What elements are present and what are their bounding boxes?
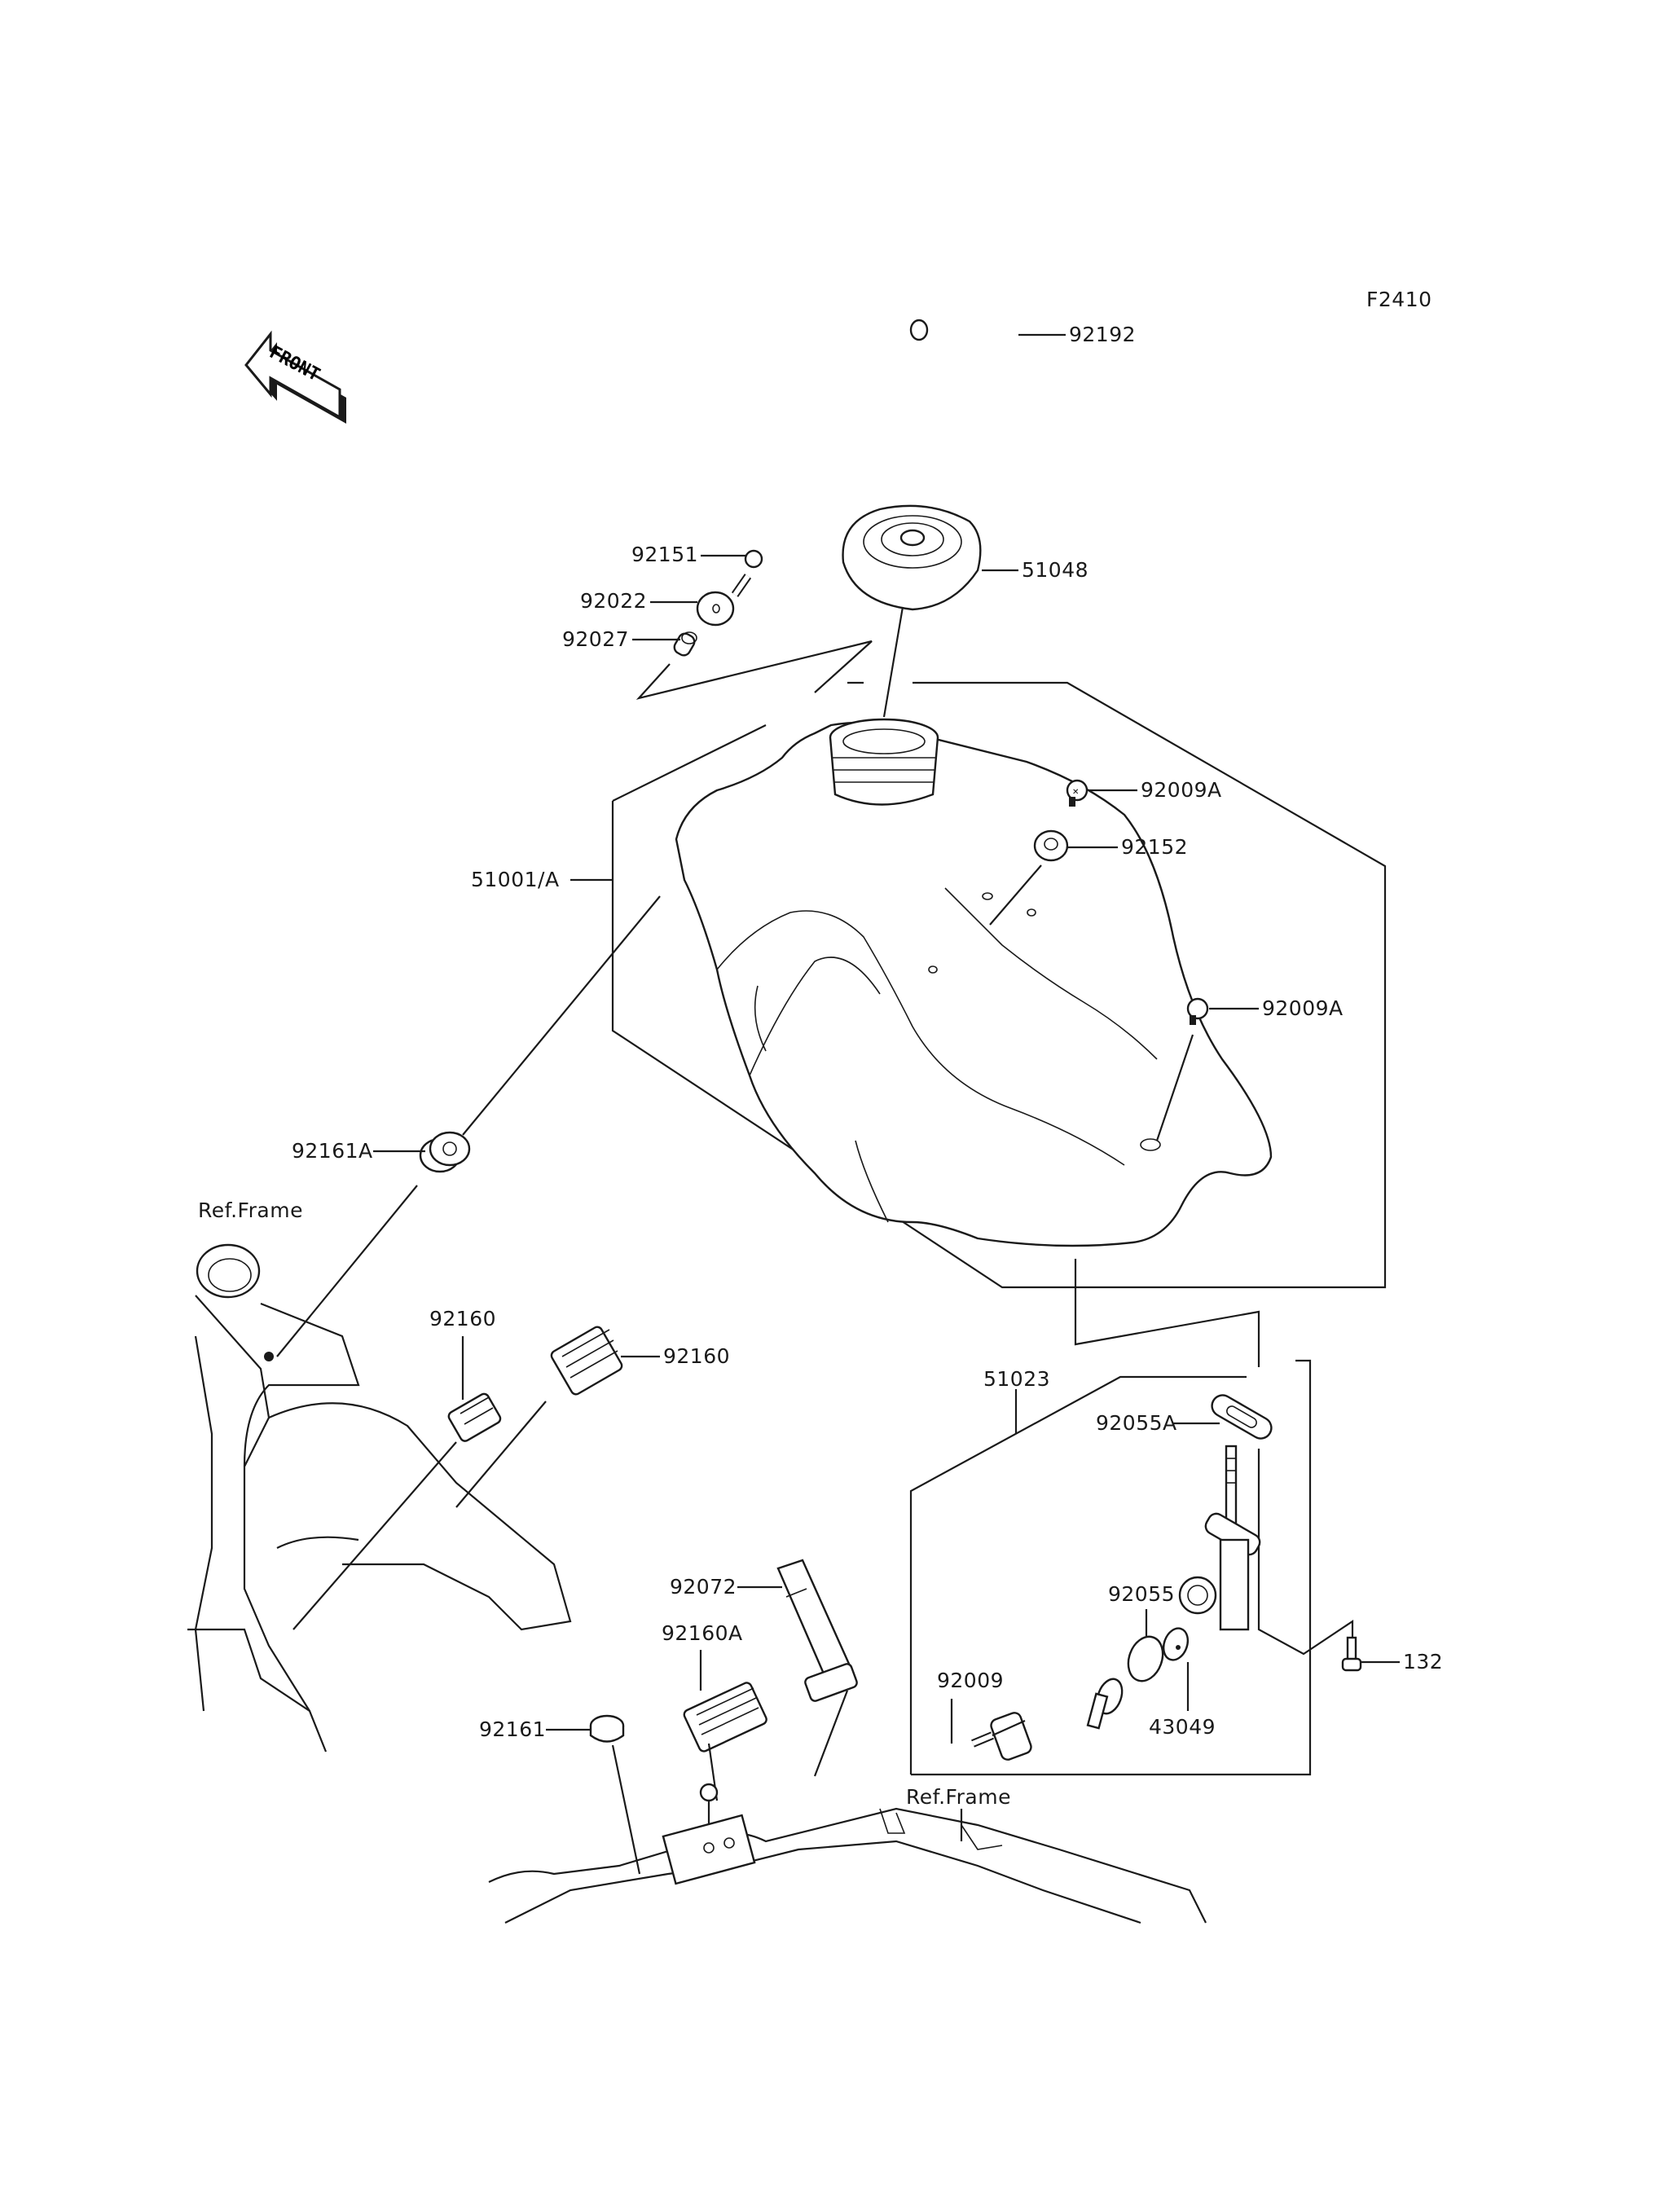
front-arrow-icon: FRONT — [244, 330, 346, 424]
part-label-132[interactable]: 132 — [1403, 1650, 1444, 1673]
band-92072-icon — [776, 1559, 858, 1702]
leader-small-parts — [635, 640, 873, 700]
breather-hose-icon — [909, 311, 1030, 479]
damper-92160-right-icon — [550, 1326, 623, 1396]
part-label-92055a[interactable]: 92055A — [1096, 1411, 1177, 1435]
part-label-92192[interactable]: 92192 — [1069, 323, 1137, 346]
part-label-92160-left[interactable]: 92160 — [429, 1307, 497, 1330]
damper-92160a-icon — [683, 1682, 767, 1753]
part-label-92160a[interactable]: 92160A — [662, 1621, 743, 1645]
svg-text:✕: ✕ — [1072, 788, 1079, 797]
damper-92161a-icon — [419, 1131, 471, 1173]
o-ring-92055-icon — [1127, 1635, 1164, 1682]
washer-92022-icon — [696, 591, 735, 627]
lever-icon — [1086, 1678, 1124, 1730]
part-label-92027[interactable]: 92027 — [562, 627, 630, 651]
gasket-92055a-icon — [1211, 1394, 1273, 1440]
plate-43049-icon — [1162, 1627, 1190, 1661]
part-label-92151[interactable]: 92151 — [631, 543, 699, 566]
part-label-51023[interactable]: 51023 — [983, 1367, 1051, 1391]
ref-frame-label-left: Ref.Frame — [198, 1198, 303, 1222]
bolt-92151-icon — [731, 549, 763, 597]
part-label-92160-right[interactable]: 92160 — [663, 1344, 731, 1368]
part-label-43049[interactable]: 43049 — [1149, 1715, 1216, 1739]
tank-group-outline — [611, 681, 1387, 1289]
collar-92152-icon — [1033, 829, 1069, 862]
bolt-132-icon — [1341, 1636, 1362, 1672]
fuel-cock-group-outline — [911, 1359, 1312, 1776]
screw-92009-icon — [971, 1731, 994, 1748]
part-label-51001a[interactable]: 51001/A — [471, 868, 560, 891]
leader-51048-to-tank — [882, 606, 904, 718]
part-label-92009[interactable]: 92009 — [937, 1669, 1005, 1692]
part-label-92161a[interactable]: 92161A — [292, 1139, 373, 1163]
damper-92160-left-icon — [447, 1392, 502, 1442]
fuel-cap-icon — [842, 504, 982, 611]
part-label-92072[interactable]: 92072 — [670, 1575, 737, 1599]
ref-frame-label-bottom: Ref.Frame — [906, 1785, 1011, 1809]
screw-92009a-top-icon: ✕ — [1066, 779, 1088, 807]
part-label-51048[interactable]: 51048 — [1022, 558, 1089, 582]
part-label-92009a-mid[interactable]: 92009A — [1262, 996, 1344, 1020]
figure-code: F2410 — [1366, 288, 1432, 311]
cover-plate-icon — [990, 1712, 1032, 1761]
screw-92009a-mid-icon — [1186, 997, 1209, 1025]
collar-92027-icon — [673, 631, 697, 657]
part-label-92152[interactable]: 92152 — [1121, 835, 1189, 859]
part-label-92009a-top[interactable]: 92009A — [1141, 778, 1222, 802]
part-label-92055[interactable]: 92055 — [1108, 1582, 1176, 1606]
frame-bottom-icon — [488, 1783, 1207, 1924]
part-label-92022[interactable]: 92022 — [580, 589, 648, 613]
fuel-cock-connector — [1074, 1259, 1260, 1367]
frame-left-icon — [187, 1243, 572, 1753]
fuel-cock-icon — [1178, 1445, 1261, 1631]
part-label-92161[interactable]: 92161 — [479, 1717, 547, 1741]
damper-92161-icon — [589, 1714, 625, 1743]
fuel-tank-icon — [675, 718, 1273, 1247]
